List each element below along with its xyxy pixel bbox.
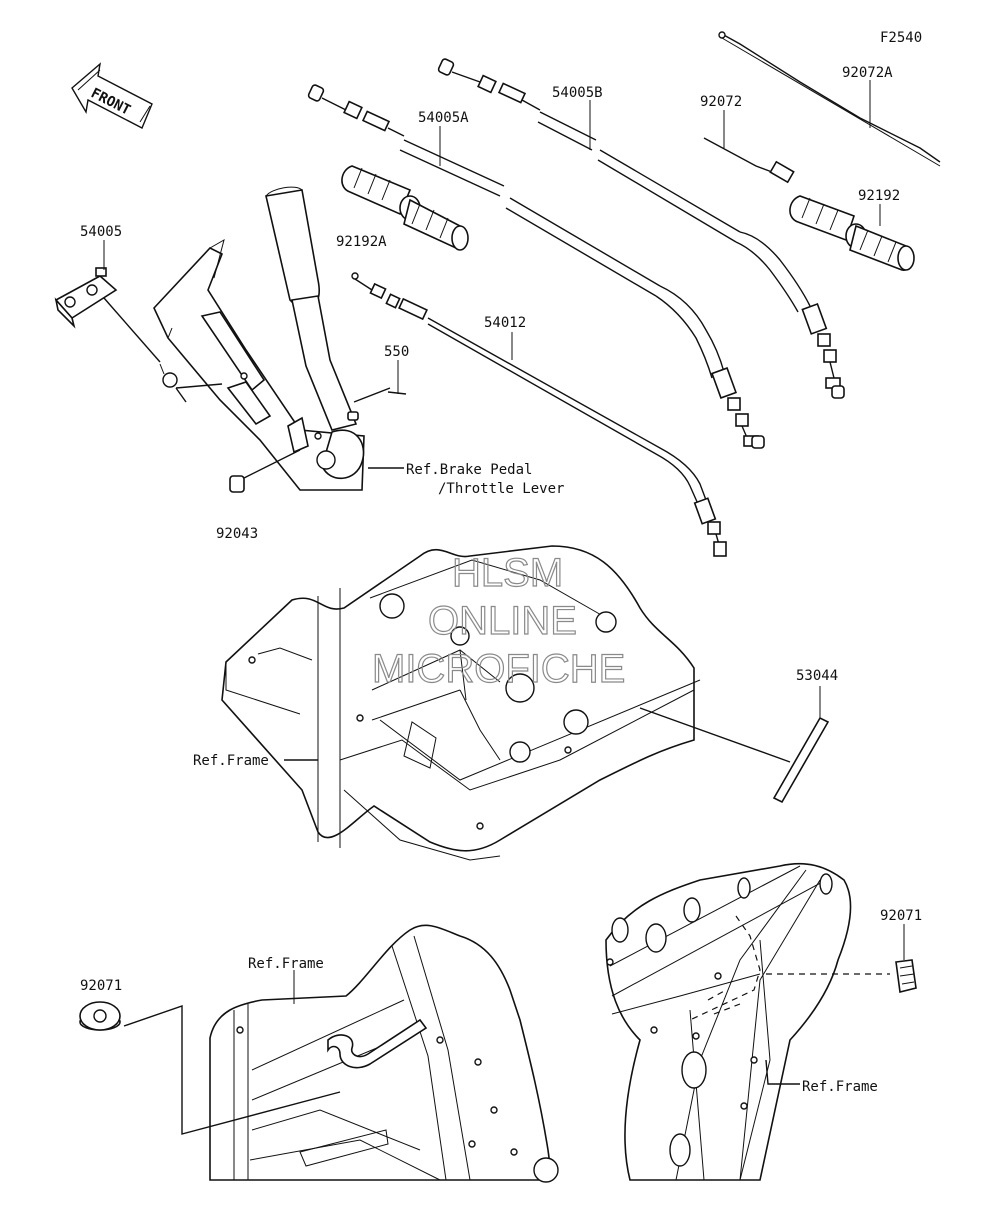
label-54005: 54005 [80, 224, 122, 240]
part-92071-grommet-left [79, 1001, 341, 1135]
ref-throttle-lever: /Throttle Lever [438, 481, 564, 497]
part-54005A-cable [307, 84, 765, 449]
frame-middle [221, 545, 701, 861]
label-92192: 92192 [858, 188, 900, 204]
label-53044: 53044 [796, 668, 838, 684]
watermark-line-3: MICROFICHE [372, 647, 625, 691]
part-92192A-grip [341, 165, 469, 251]
label-92072A: 92072A [842, 65, 893, 81]
part-92071-grommet-right [895, 924, 917, 993]
label-92071-right: 92071 [880, 908, 922, 924]
label-54005B: 54005B [552, 85, 603, 101]
watermark: HLSM ONLINE MICROFICHE [371, 550, 626, 691]
label-92071-left: 92071 [80, 978, 122, 994]
ref-frame-middle: Ref.Frame [193, 753, 269, 769]
part-550-pin [387, 391, 407, 395]
part-92043-bolt [229, 449, 301, 493]
figure-code: F2540 [880, 30, 922, 46]
part-92072A-cable-tie [718, 31, 941, 167]
frame-bottom-left [209, 924, 559, 1183]
part-54005B-cable [437, 58, 845, 399]
parking-lever-assembly [153, 186, 404, 491]
front-arrow: FRONT [71, 62, 153, 129]
part-54012-cable [351, 272, 727, 557]
ref-frame-bottom-left: Ref.Frame [248, 956, 324, 972]
part-92192-grip [789, 195, 915, 271]
part-92072-cable-tie [703, 110, 795, 184]
label-54012: 54012 [484, 315, 526, 331]
label-54005A: 54005A [418, 110, 469, 126]
watermark-line-1: HLSM [452, 551, 563, 595]
part-54005-switch [54, 240, 178, 388]
label-92192A: 92192A [336, 234, 387, 250]
label-92072: 92072 [700, 94, 742, 110]
ref-frame-bottom-right: Ref.Frame [802, 1079, 878, 1095]
watermark-line-2: ONLINE [428, 599, 577, 643]
part-53044-strip [639, 686, 830, 804]
frame-bottom-right [605, 862, 890, 1181]
label-550: 550 [384, 344, 409, 360]
label-92043: 92043 [216, 526, 258, 542]
ref-brake-pedal: Ref.Brake Pedal [406, 462, 532, 478]
